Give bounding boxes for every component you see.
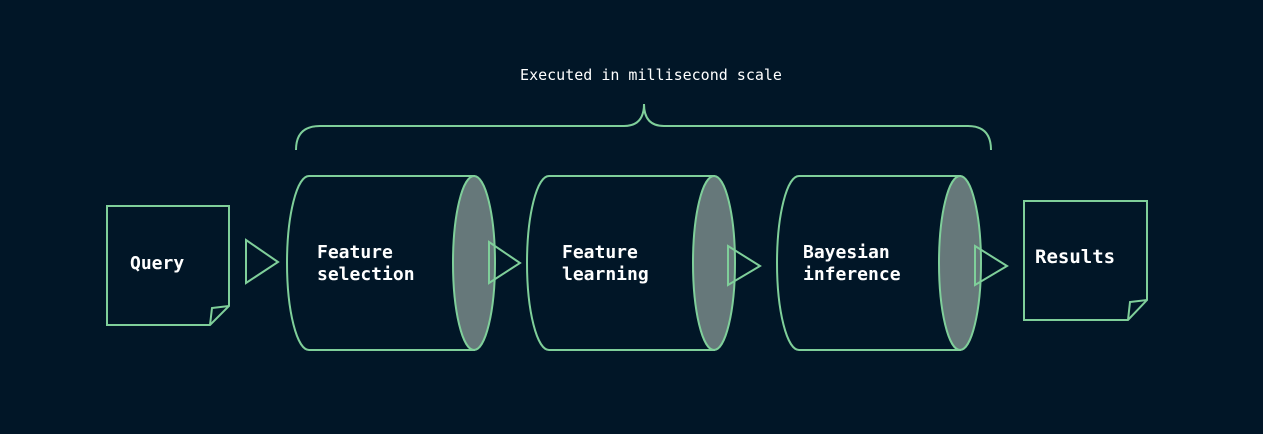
arrow-3	[727, 244, 762, 287]
arrow-2	[488, 240, 522, 285]
stage-1-line1: Feature	[317, 242, 393, 263]
stage-3-line1: Bayesian	[803, 242, 890, 263]
stage-1-line2: selection	[317, 264, 415, 285]
arrow-4	[974, 244, 1009, 287]
query-document: Query	[106, 205, 230, 326]
results-document: Results	[1023, 200, 1148, 321]
stage-bayesian-inference: Bayesian inference	[776, 175, 982, 351]
results-label: Results	[1035, 246, 1115, 268]
stage-2-line1: Feature	[562, 242, 638, 263]
caption-text: Executed in millisecond scale	[520, 66, 782, 84]
query-label: Query	[130, 253, 184, 274]
stage-2-line2: learning	[562, 264, 649, 285]
stage-3-line2: inference	[803, 264, 901, 285]
stage-feature-selection: Feature selection	[286, 175, 496, 351]
stage-feature-learning: Feature learning	[526, 175, 736, 351]
arrow-1	[245, 238, 280, 285]
brace	[295, 103, 992, 151]
